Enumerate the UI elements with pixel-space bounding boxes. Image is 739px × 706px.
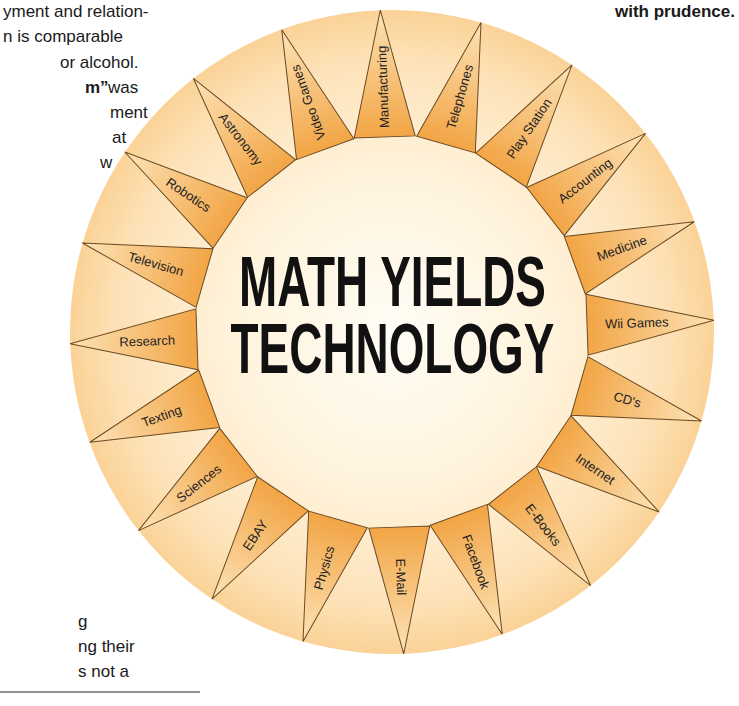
ray-triangle	[79, 370, 219, 471]
ray-point: Manufacturing	[350, 9, 415, 138]
partial-text: yment and relation-	[3, 2, 149, 22]
partial-text: w	[100, 153, 112, 173]
ray-triangle	[119, 428, 257, 554]
ray-triangle	[565, 193, 705, 294]
ray-label: E-Mail	[392, 558, 408, 595]
ray-triangle	[274, 511, 368, 650]
ray-triangle	[488, 467, 614, 605]
ray-point: Television	[74, 214, 213, 308]
partial-text: s not a	[78, 662, 129, 682]
partial-text: n is comparable	[3, 27, 123, 47]
partial-text: at	[112, 128, 126, 148]
center-circle: MATH YIELDS TECHNOLOGYVideo GamesManufac…	[70, 10, 714, 654]
partial-text: m”	[85, 78, 109, 98]
ray-triangle	[416, 14, 510, 153]
partial-text: was	[108, 78, 138, 98]
ray-triangle	[69, 308, 198, 373]
ray-triangle	[571, 356, 710, 450]
ray-point: Research	[69, 308, 198, 373]
partial-text: ment	[110, 103, 148, 123]
ray-triangle	[430, 505, 531, 645]
ray-point: Telephones	[416, 14, 510, 153]
partial-text: or alcohol.	[60, 53, 138, 73]
ray-point: Physics	[274, 511, 368, 650]
partial-text: ng their	[78, 637, 135, 657]
ray-triangle	[586, 290, 715, 355]
ray-triangle	[74, 214, 213, 308]
partial-text: with prudence.	[615, 2, 735, 22]
partial-text: g	[78, 612, 87, 632]
ray-label: Wii Games	[605, 315, 669, 332]
ray-point: CD's	[571, 356, 710, 450]
ray-point: Wii Games	[586, 290, 715, 355]
ray-triangle	[368, 526, 433, 655]
center-title: MATH YIELDS TECHNOLOGY	[230, 247, 554, 382]
ray-triangle	[170, 59, 296, 197]
rule-line	[0, 692, 200, 693]
ray-triangle	[350, 9, 415, 138]
ray-triangle	[527, 110, 665, 236]
ray-label: Research	[119, 332, 175, 349]
ray-point: E-Mail	[368, 526, 433, 655]
